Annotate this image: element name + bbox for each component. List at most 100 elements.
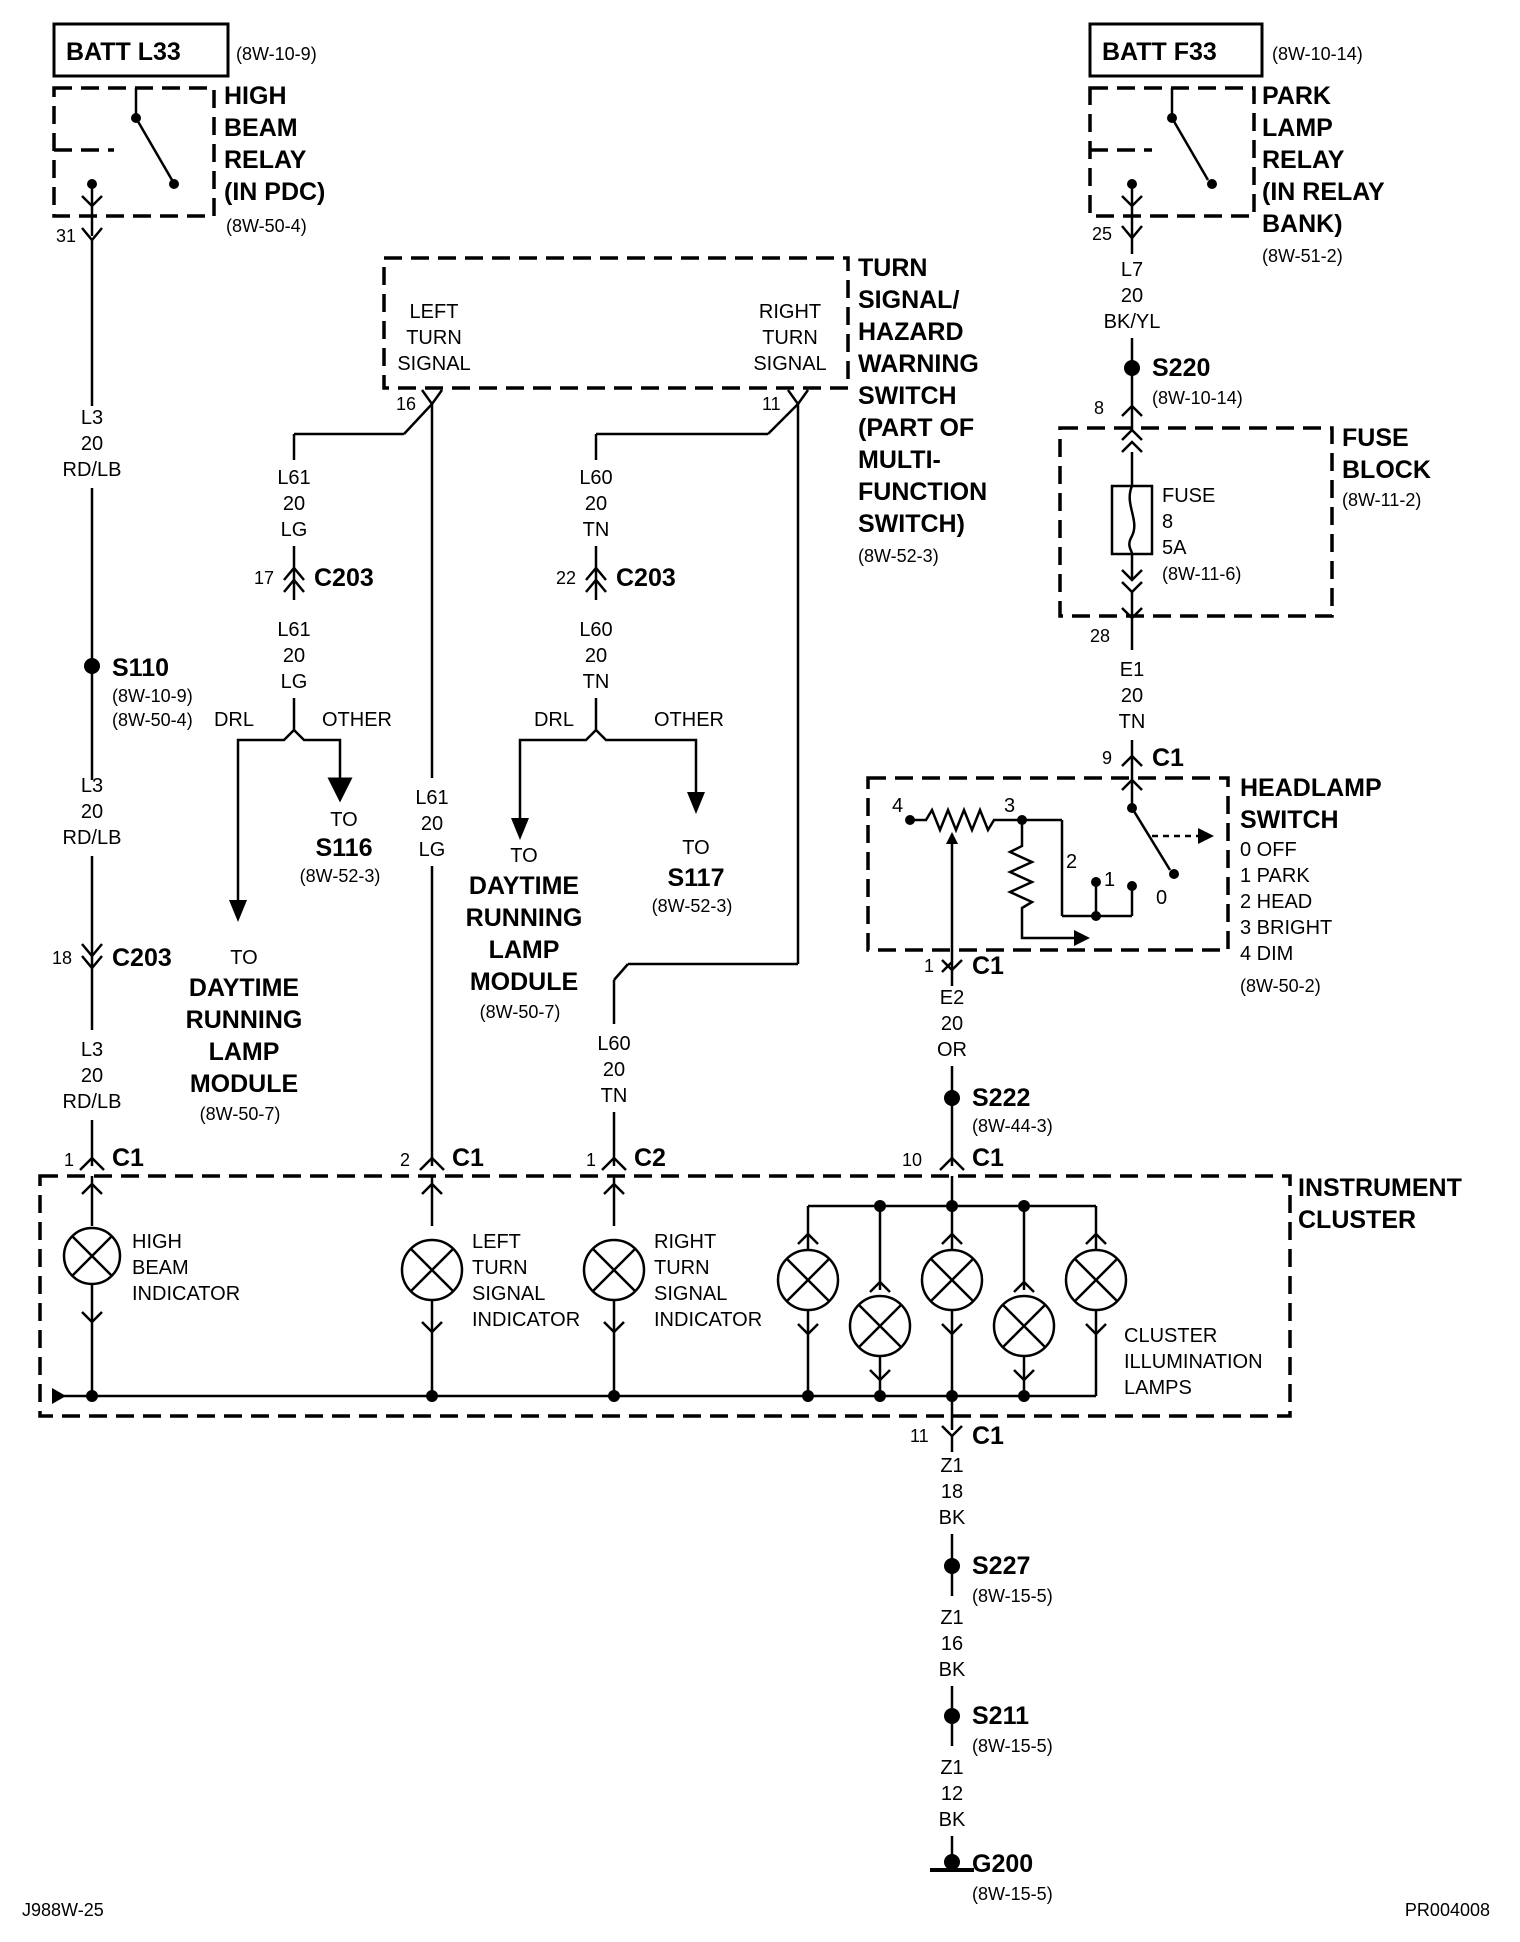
l60-c-2: 20 [603, 1059, 625, 1081]
hs-pin-3: 3 [1004, 795, 1015, 817]
c1-hs-out-pin: 1 [924, 956, 934, 976]
turn-right-3: SIGNAL [753, 353, 826, 375]
high-beam-relay-ref: (8W-50-4) [226, 216, 307, 236]
to-drl-1-line-2: RUNNING [186, 1006, 303, 1034]
park-lamp-relay: PARK LAMP RELAY (IN RELAY BANK) (8W-51-2… [1088, 82, 1385, 266]
hb-ind-1: HIGH [132, 1231, 182, 1253]
turn-right-pin: 11 [762, 394, 781, 414]
hb-ind-3: INDICATOR [132, 1283, 240, 1305]
z1-a-3: BK [939, 1507, 966, 1529]
fuse-block-line-1: FUSE [1342, 424, 1409, 452]
other-label-2: OTHER [654, 709, 724, 731]
l7-wire: L7 20 BK/YL S220 (8W-10-14) 8 [1094, 240, 1243, 430]
g200-dot [944, 1854, 960, 1870]
s110-label: S110 [112, 654, 169, 682]
fuse-block: FUSE 8 5A (8W-11-6) FUSE BLOCK (8W-11-2) [1058, 424, 1431, 618]
to-s117-label: S117 [667, 864, 724, 892]
l60-b-1: L60 [579, 619, 612, 641]
lt-ind-4: INDICATOR [472, 1309, 580, 1331]
e1-3: TN [1119, 711, 1146, 733]
park-relay-line-1: PARK [1262, 82, 1331, 110]
e2-wire: 1 C1 E2 20 OR S222 (8W-44-3) 10 C1 [902, 952, 1053, 1172]
e1-2: 20 [1121, 685, 1143, 707]
hs-line-1: HEADLAMP [1240, 774, 1382, 802]
c1-hb-pin: 1 [64, 1150, 74, 1170]
e1-1: E1 [1120, 659, 1144, 681]
turn-switch-line-7: MULTI- [858, 446, 941, 474]
to-drl-1-to: TO [230, 947, 257, 969]
high-beam-relay-box [52, 86, 216, 218]
to-drl-1-line-1: DAYTIME [189, 974, 299, 1002]
c203-l60-pin: 22 [556, 568, 576, 588]
lt-ind-2: TURN [472, 1257, 528, 1279]
l61-a-3: LG [281, 519, 308, 541]
ground-path: 11 C1 Z1 18 BK S227 (8W-15-5) Z1 16 BK S… [910, 1422, 1053, 1904]
to-drl-1-line-3: LAMP [209, 1038, 280, 1066]
z1-b-1: Z1 [940, 1607, 963, 1629]
batt-l33-ref: (8W-10-9) [236, 44, 317, 64]
other-label-1: OTHER [322, 709, 392, 731]
high-beam-relay: HIGH BEAM RELAY (IN PDC) (8W-50-4) 31 [52, 82, 325, 246]
l7-1: L7 [1121, 259, 1143, 281]
headlamp-switch: 4 3 2 1 0 HEADLAMP SWITCH 0 OFF 1 PARK 2… [866, 774, 1382, 996]
z1-a-1: Z1 [940, 1455, 963, 1477]
c1-hb-label: C1 [112, 1144, 144, 1172]
cluster-line-2: CLUSTER [1298, 1206, 1416, 1234]
l60-wires: L60 20 TN 22 C203 L60 20 TN DRL OTHER TO… [466, 403, 800, 1172]
batt-f33-group: BATT F33 (8W-10-14) [1088, 22, 1363, 78]
s222-label: S222 [972, 1084, 1030, 1112]
s110-ref-2: (8W-50-4) [112, 710, 193, 730]
l3-wire: L3 20 RD/LB S110 (8W-10-9) (8W-50-4) L3 … [52, 240, 193, 1172]
c2-rt-pin: 1 [586, 1150, 596, 1170]
illum-lamp-4 [992, 1206, 1056, 1402]
l61-wires: L61 20 LG 17 C203 L61 20 LG DRL OTHER TO… [186, 403, 484, 1172]
diagram-id-left: J988W-25 [22, 1900, 104, 1920]
to-drl-1-ref: (8W-50-7) [200, 1104, 281, 1124]
hb-ind-2: BEAM [132, 1257, 189, 1279]
l3-a-2: 20 [81, 433, 103, 455]
illum-lamp-2 [848, 1206, 912, 1402]
s220-dot [1124, 360, 1140, 376]
turn-left-2: TURN [406, 327, 462, 349]
c1-illum-label: C1 [972, 1144, 1004, 1172]
turn-switch-line-8: FUNCTION [858, 478, 987, 506]
l3-c-3: RD/LB [63, 1091, 122, 1113]
batt-l33-box [52, 22, 230, 78]
e2-1: E2 [940, 987, 964, 1009]
l61-c-1: L61 [415, 787, 448, 809]
to-s116-label: S116 [315, 834, 372, 862]
lt-ind-1: LEFT [472, 1231, 521, 1253]
high-beam-relay-line-2: BEAM [224, 114, 298, 142]
s110-ref-1: (8W-10-9) [112, 686, 193, 706]
to-s116-ref: (8W-52-3) [300, 866, 381, 886]
e1-wire: 28 E1 20 TN 9 C1 [1090, 592, 1184, 790]
turn-switch-line-5: SWITCH [858, 382, 957, 410]
l3-c-2: 20 [81, 1065, 103, 1087]
l60-c-1: L60 [597, 1033, 630, 1055]
high-beam-relay-line-1: HIGH [224, 82, 287, 110]
c1-hs-out-label: C1 [972, 952, 1004, 980]
illum-3: LAMPS [1124, 1377, 1192, 1399]
batt-l33-group: BATT L33 (8W-10-9) [52, 22, 317, 78]
hs-pin-4: 4 [892, 795, 903, 817]
to-drl-2-line-1: DAYTIME [469, 872, 579, 900]
g200-ref: (8W-15-5) [972, 1884, 1053, 1904]
z1-a-2: 18 [941, 1481, 963, 1503]
to-s116-to: TO [330, 809, 357, 831]
c1-lt-pin: 2 [400, 1150, 410, 1170]
hs-ref: (8W-50-2) [1240, 976, 1321, 996]
l61-c-2: 20 [421, 813, 443, 835]
s227-dot [944, 1558, 960, 1574]
hs-pos-0: 0 OFF [1240, 839, 1297, 861]
l61-a-2: 20 [283, 493, 305, 515]
park-relay-ref: (8W-51-2) [1262, 246, 1343, 266]
e2-2: 20 [941, 1013, 963, 1035]
illum-lamp-5 [1064, 1206, 1128, 1398]
batt-f33-label: BATT F33 [1102, 38, 1217, 66]
e2-3: OR [937, 1039, 967, 1061]
cluster-line-1: INSTRUMENT [1298, 1174, 1462, 1202]
s222-ref: (8W-44-3) [972, 1116, 1053, 1136]
l3-b-2: 20 [81, 801, 103, 823]
turn-right-1: RIGHT [759, 301, 821, 323]
